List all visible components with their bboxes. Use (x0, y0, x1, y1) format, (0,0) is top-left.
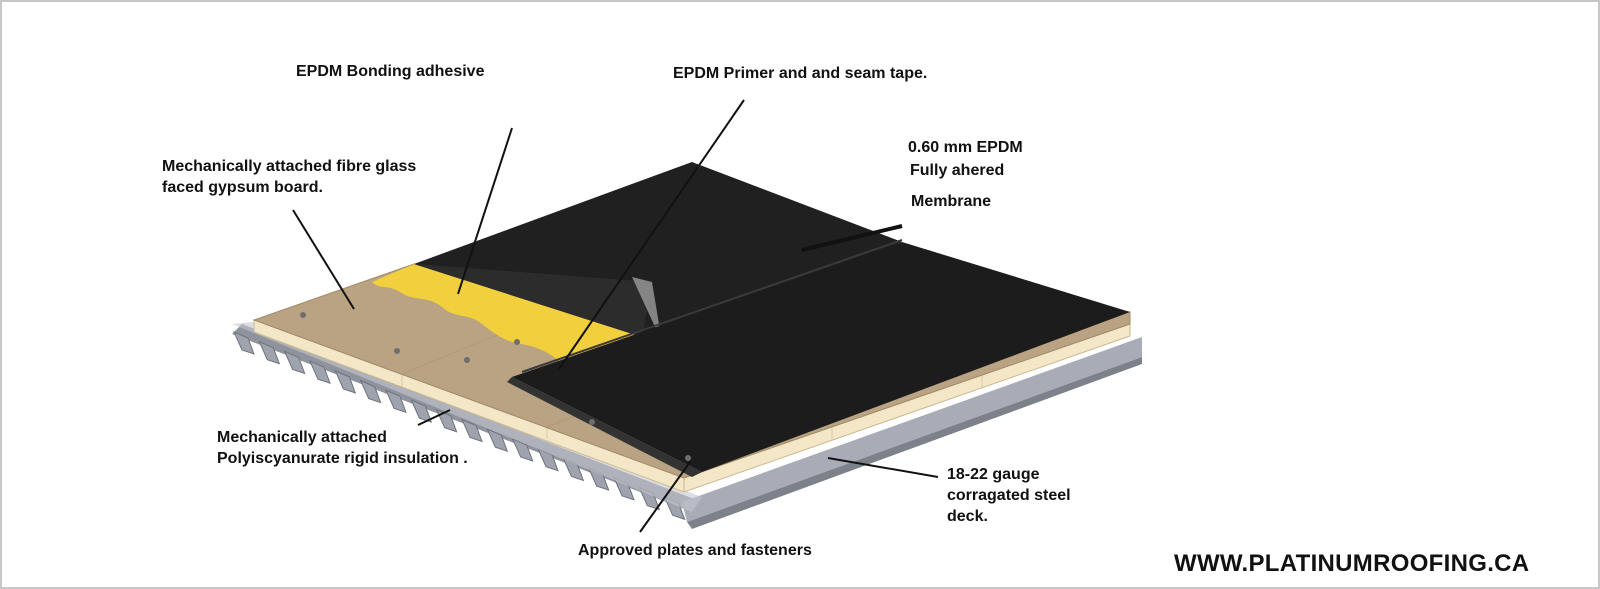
deck-rib (334, 369, 357, 394)
label-membrane-adhesion: Fully ahered (910, 162, 1005, 179)
label-gypsum-line1: Mechanically attached fibre glass (162, 158, 417, 175)
fastener-plates (300, 312, 691, 461)
deck-rib (359, 379, 382, 404)
leader-insulation (417, 409, 451, 426)
deck-rib (410, 399, 433, 423)
leader-gypsum (292, 209, 355, 310)
label-primer-seam-tape: EPDM Primer and and seam tape. (673, 65, 928, 82)
leader-steel-deck (827, 457, 939, 478)
label-bonding-adhesive: EPDM Bonding adhesive (296, 63, 485, 80)
leader-fasteners (639, 461, 691, 533)
label-gypsum-line2: faced gypsum board. (162, 179, 323, 196)
steel-deck (232, 322, 1142, 529)
label-steel-line1: 18-22 gauge (947, 466, 1040, 483)
website-url: WWW.PLATINUMROOFING.CA (1174, 550, 1530, 577)
label-insulation-line2: Polyiscyanurate rigid insulation . (217, 450, 468, 467)
deck-rib (461, 418, 483, 443)
steel-deck-ribs (233, 331, 686, 521)
deck-rib (258, 340, 281, 365)
bonding-adhesive-layer (372, 264, 647, 364)
deck-rib (233, 331, 255, 355)
leader-membrane (801, 224, 903, 252)
deck-rib (385, 389, 407, 414)
label-fasteners: Approved plates and fasteners (578, 542, 812, 559)
label-steel-line3: deck. (947, 508, 988, 525)
label-membrane-thickness: 0.60 mm EPDM (908, 139, 1023, 156)
deck-rib (435, 408, 458, 433)
leader-primer-tape (558, 99, 745, 370)
leader-lines (292, 99, 939, 533)
deck-rib (511, 437, 534, 462)
deck-rib (283, 350, 306, 375)
label-insulation-line1: Mechanically attached (217, 429, 387, 446)
deck-rib (309, 360, 331, 384)
epdm-membrane-front (512, 242, 1130, 472)
label-membrane: Membrane (911, 193, 992, 210)
deck-rib (486, 428, 509, 453)
leader-bonding-adhesive (457, 127, 513, 295)
label-steel-line2: corragated steel (947, 487, 1071, 504)
